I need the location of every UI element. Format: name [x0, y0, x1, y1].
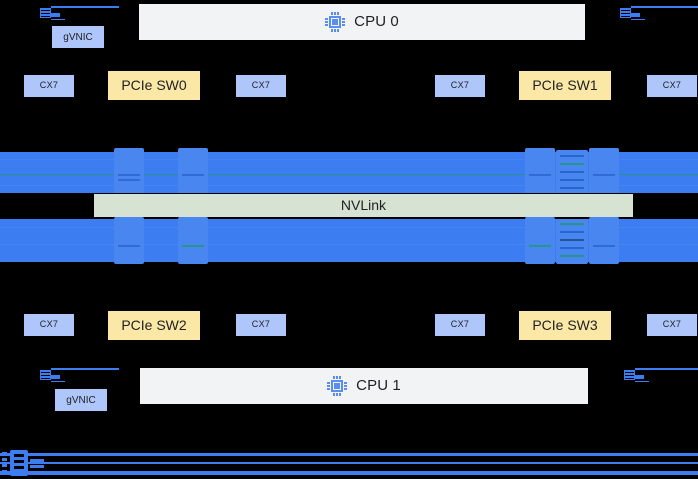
cx7-nic-3: CX7: [647, 75, 697, 97]
pcie-switch-2: PCIe SW2: [108, 311, 200, 340]
gpu-row-top: [0, 148, 698, 195]
pcie-switch-label: PCIe SW1: [532, 76, 598, 93]
bottom-rail-mid: [0, 462, 698, 464]
nvlink-bar: NVLink: [94, 193, 633, 218]
cx7-nic-2: CX7: [435, 75, 485, 97]
network-card-icon: [40, 4, 119, 22]
cpu-chip-icon: [327, 376, 348, 396]
cx7-nic-4: CX7: [24, 314, 74, 336]
cpu1-bar: CPU 1: [140, 368, 588, 404]
cx7-nic-0: CX7: [24, 75, 74, 97]
network-card-icon: [620, 4, 698, 22]
gpu-icon: [114, 148, 144, 195]
cx7-label: CX7: [39, 80, 59, 91]
gvnic-text: gVNIC: [63, 31, 93, 43]
pcie-switch-3: PCIe SW3: [519, 311, 611, 340]
gvnic-label-top: gVNIC: [52, 26, 104, 48]
pcie-switch-0: PCIe SW0: [108, 71, 200, 100]
bottom-network-icon: [2, 450, 62, 478]
cx7-label: CX7: [450, 319, 470, 330]
cpu0-bar: CPU 0: [139, 4, 585, 40]
cx7-nic-5: CX7: [236, 314, 286, 336]
cx7-label: CX7: [450, 80, 470, 91]
cx7-label: CX7: [251, 319, 271, 330]
cx7-label: CX7: [251, 80, 271, 91]
pcie-switch-label: PCIe SW0: [121, 76, 187, 93]
bottom-rail-upper: [0, 453, 698, 456]
bottom-rail-lower: [0, 471, 698, 475]
cx7-nic-7: CX7: [647, 314, 697, 336]
pcie-switch-label: PCIe SW3: [532, 316, 598, 333]
pcie-switch-1: PCIe SW1: [519, 71, 611, 100]
gpu-icon: [589, 148, 619, 195]
gpu-icon: [114, 217, 144, 264]
gvnic-text: gVNIC: [66, 394, 96, 406]
cpu-chip-icon: [325, 12, 346, 32]
cpu0-label: CPU 0: [354, 12, 399, 30]
network-card-icon: [624, 366, 698, 384]
pcie-switch-label: PCIe SW2: [121, 316, 187, 333]
network-card-icon: [40, 366, 119, 384]
gpu-icon: [556, 150, 588, 195]
cx7-nic-6: CX7: [435, 314, 485, 336]
gpu-icon: [589, 217, 619, 264]
cx7-label: CX7: [662, 80, 682, 91]
gpu-icon: [178, 148, 208, 195]
gpu-icon: [525, 148, 555, 195]
nvlink-label: NVLink: [340, 196, 387, 213]
cx7-label: CX7: [662, 319, 682, 330]
cx7-label: CX7: [39, 319, 59, 330]
gpu-icon: [556, 219, 588, 264]
cpu1-label: CPU 1: [356, 376, 401, 394]
gpu-icon: [178, 217, 208, 264]
gvnic-label-bottom: gVNIC: [55, 389, 107, 411]
cx7-nic-1: CX7: [236, 75, 286, 97]
gpu-icon: [525, 217, 555, 264]
gpu-row-bottom: [0, 217, 698, 264]
